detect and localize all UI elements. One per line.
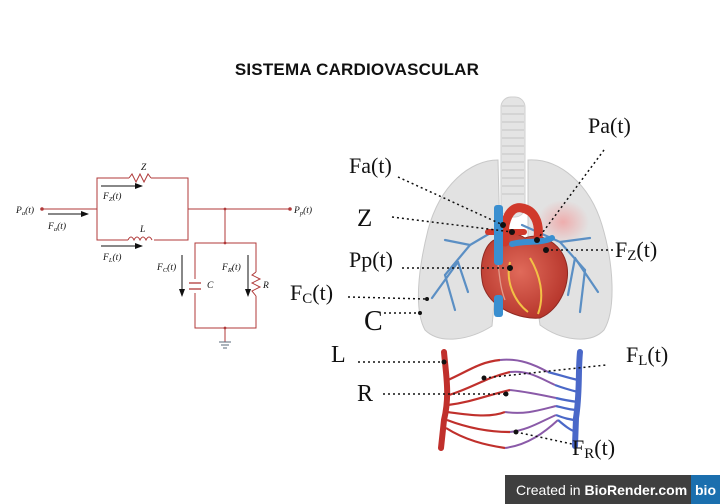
circuit-label-fa: Fa(t) [47, 221, 66, 233]
callout-lines [347, 149, 614, 445]
heart-lungs-illustration [417, 96, 613, 451]
pp-terminal [288, 207, 292, 211]
diagram-title: SISTEMA CARDIOVASCULAR [234, 60, 480, 79]
circuit-diagram [42, 177, 290, 342]
pa-terminal [40, 207, 44, 211]
label-pp: Pp(t) [349, 247, 393, 272]
circuit-label-pa: Pa(t) [15, 205, 34, 217]
label-fz: FZ(t) [615, 237, 657, 264]
label-c: C [364, 306, 383, 337]
label-r: R [357, 381, 373, 407]
circuit-label-c: C [207, 281, 214, 291]
left-lung [417, 159, 501, 340]
biorender-badge[interactable]: Created in BioRender.com bio [505, 475, 720, 504]
l-inductor-symbol [127, 236, 153, 242]
circuit-label-fl: FL(t) [102, 252, 121, 264]
circuit-label-fz: FZ(t) [102, 191, 121, 203]
label-pa: Pa(t) [588, 113, 631, 138]
trachea [500, 96, 526, 218]
vein-vessel [572, 349, 583, 449]
label-l: L [331, 342, 346, 368]
fl-leader [483, 364, 607, 379]
label-fc: FC(t) [290, 280, 333, 307]
callout-dots [418, 222, 549, 435]
biorender-logo-icon: bio [691, 475, 720, 504]
z-resistor-symbol [128, 172, 152, 184]
z-leader [391, 216, 513, 233]
artery-vessel [438, 349, 451, 451]
label-fa: Fa(t) [349, 153, 392, 178]
pa-leader [536, 149, 605, 241]
label-fl: FL(t) [626, 342, 668, 369]
callout-labels: Pa(t) Fa(t) Z Pp(t) FZ(t) FC(t) C L FL(t… [290, 113, 668, 462]
label-fr: FR(t) [572, 435, 615, 462]
circuit-components [40, 172, 292, 349]
circuit-label-l: L [139, 225, 145, 235]
circuit-label-fr: FR(t) [221, 262, 241, 274]
fa-leader [397, 176, 504, 226]
circuit-label-r: R [262, 281, 269, 291]
label-z: Z [357, 205, 372, 232]
vena-cava [494, 205, 503, 265]
ground-icon [219, 341, 231, 349]
badge-text: Created in BioRender.com [516, 481, 688, 498]
circuit-label-z: Z [141, 163, 147, 173]
fc-leader [347, 296, 428, 300]
rc-branch-wires [194, 242, 257, 329]
circuit-labels: Pa(t) Pp(t) Fa(t) FZ(t) FL(t) FC(t) FR(t… [15, 163, 312, 291]
pulmonary-artery [509, 235, 555, 247]
zl-branch-wires [96, 177, 189, 241]
r-resistor-symbol [250, 271, 262, 297]
capillary-bed [438, 349, 583, 451]
circuit-label-pp: Pp(t) [293, 205, 312, 217]
circuit-label-fc: FC(t) [156, 262, 176, 274]
